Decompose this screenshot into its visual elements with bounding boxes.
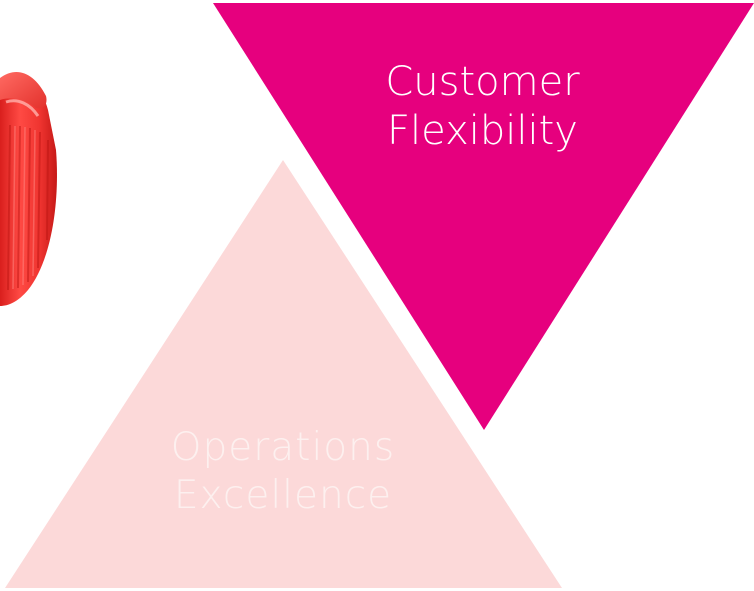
customer-flexibility-line2: Flexibility (387, 107, 578, 154)
operations-excellence-line2: Excellence (173, 472, 393, 518)
red-bottle-cap-icon (0, 72, 57, 306)
customer-flexibility-triangle (213, 3, 754, 430)
customer-flexibility-line1: Customer (385, 59, 580, 105)
operations-excellence-label: Operations Excellence (152, 424, 414, 519)
customer-flexibility-label: Customer Flexibility (365, 58, 600, 156)
operations-excellence-triangle (5, 160, 562, 588)
operations-excellence-line1: Operations (170, 425, 396, 470)
